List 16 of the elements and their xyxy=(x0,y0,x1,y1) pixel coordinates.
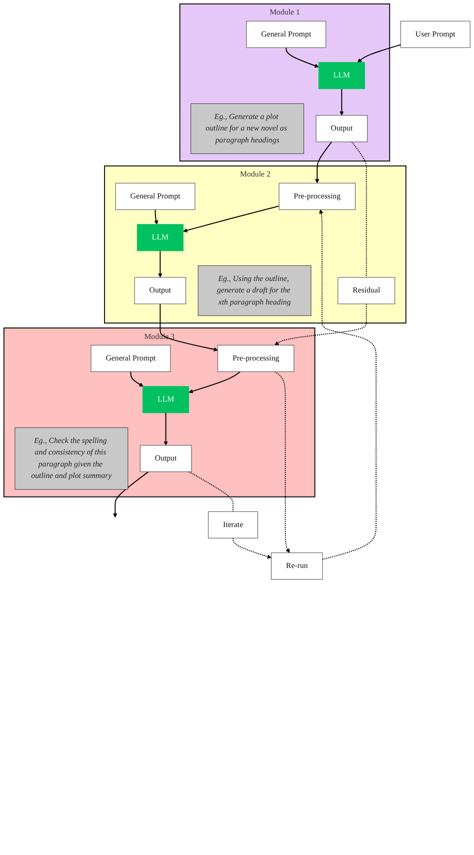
arrow xyxy=(319,209,377,560)
arrow xyxy=(188,371,241,394)
arrow xyxy=(357,44,402,63)
arrow xyxy=(274,371,290,553)
arrow xyxy=(315,141,332,184)
arrow xyxy=(183,206,280,232)
arrow xyxy=(340,88,344,116)
arrow xyxy=(232,538,272,559)
arrow xyxy=(154,209,158,225)
arrow xyxy=(164,412,168,446)
arrow xyxy=(286,47,319,68)
arrow xyxy=(130,371,144,387)
arrow xyxy=(160,303,218,352)
arrow xyxy=(113,471,149,518)
arrow xyxy=(274,303,367,346)
arrow xyxy=(158,250,162,278)
